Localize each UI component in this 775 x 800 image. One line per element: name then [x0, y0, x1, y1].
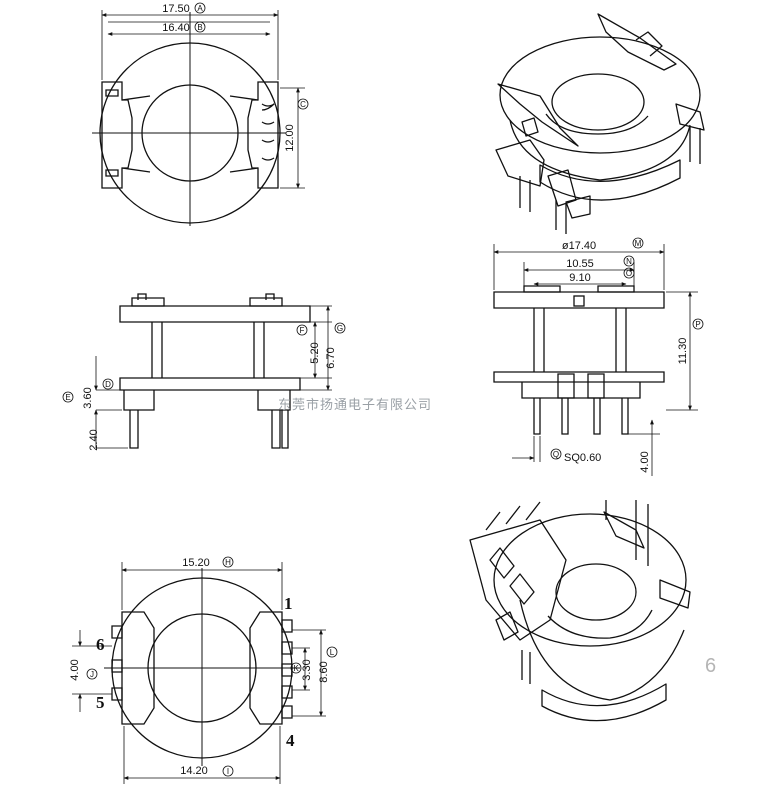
top-view-left-ribs: [121, 95, 151, 173]
iso-view-bottom: [469, 500, 691, 722]
watermark-text: 东莞市扬通电子有限公司: [278, 397, 432, 412]
side-view-dim-1740-label: ø17.40: [562, 240, 596, 252]
bottom-view-dim-1520-label: 15.20: [182, 557, 210, 569]
bottom-view-marks: [86, 556, 338, 777]
mark-k: K: [293, 664, 299, 673]
front-view-top-flange: [119, 305, 311, 323]
front-view-dim-520-label: 5.20: [309, 342, 321, 363]
bottom-view-dim-400-label: 4.00: [69, 659, 81, 680]
top-view-marks: [194, 2, 309, 110]
mark-l: L: [330, 648, 335, 657]
pin-label-1: 1: [284, 594, 293, 613]
top-view-dim-height-label: 12.00: [284, 124, 296, 152]
front-view-marks: [62, 322, 346, 403]
front-view-dim-240-label: 2.40: [88, 429, 100, 450]
mark-d: D: [105, 380, 111, 389]
pin-label-5: 5: [96, 693, 105, 712]
side-view-dim-sq-label: SQ0.60: [564, 452, 601, 464]
top-view-left-tabs: [105, 89, 119, 177]
front-view-dim-360-label: 3.60: [82, 387, 94, 408]
front-view: [94, 293, 332, 449]
mark-a: A: [197, 4, 203, 13]
front-view-posts: [151, 322, 265, 378]
front-view-pins: [129, 410, 289, 449]
top-view-dim-outer-label: 17.50: [162, 3, 190, 15]
iso-view-top: [495, 13, 705, 234]
mark-h: H: [225, 558, 231, 567]
front-view-top-bosses: [131, 297, 283, 307]
side-view-bottom-flange: [493, 371, 665, 383]
side-view-dim-1130-label: 11.30: [677, 338, 689, 365]
mark-g: G: [337, 324, 343, 333]
mark-j: J: [90, 670, 94, 679]
mark-n: N: [626, 257, 632, 266]
side-view-dim-1055-label: 10.55: [566, 258, 594, 270]
bottom-view-left-flange: [121, 611, 155, 725]
front-view-pin-blocks: [123, 390, 291, 411]
mark-e: E: [65, 393, 70, 402]
pin-label-4: 4: [286, 731, 295, 750]
bottom-view-dim-330-label: 3.30: [301, 659, 313, 680]
top-view-right-flange: [247, 81, 279, 189]
side-view-dim-910-label: 9.10: [569, 272, 590, 284]
bottom-view-right-flange: [249, 611, 283, 725]
front-view-bottom-flange: [119, 377, 301, 391]
bottom-view-right-pins: [281, 619, 293, 719]
top-view: [92, 10, 305, 226]
mark-f: F: [300, 326, 305, 335]
mark-i: I: [227, 767, 229, 776]
bottom-view-dim-860-label: 8.60: [318, 661, 330, 682]
mark-p: P: [695, 320, 700, 329]
front-view-dim-670-label: 6.70: [325, 347, 337, 368]
mark-c: C: [300, 100, 306, 109]
side-view: [493, 244, 698, 476]
bottom-view-dim-1420-label: 14.20: [180, 765, 208, 777]
side-view-pins: [533, 398, 629, 435]
top-view-dim-inner-label: 16.40: [162, 22, 190, 34]
pin-label-6: 6: [96, 635, 105, 654]
mark-m: M: [635, 239, 642, 248]
page-number: 6: [705, 655, 716, 677]
side-view-dim-400-label: 4.00: [639, 451, 651, 472]
mark-q: Q: [553, 450, 559, 459]
top-view-left-flange: [101, 81, 133, 189]
top-view-right-ribs: [229, 95, 259, 173]
mark-b: B: [197, 23, 202, 32]
side-view-marks: [550, 237, 704, 460]
side-view-posts: [533, 308, 627, 372]
side-view-pin-block: [521, 382, 641, 399]
top-view-right-slots: [261, 103, 275, 161]
mark-o: O: [626, 269, 632, 278]
bottom-view: [72, 562, 326, 784]
